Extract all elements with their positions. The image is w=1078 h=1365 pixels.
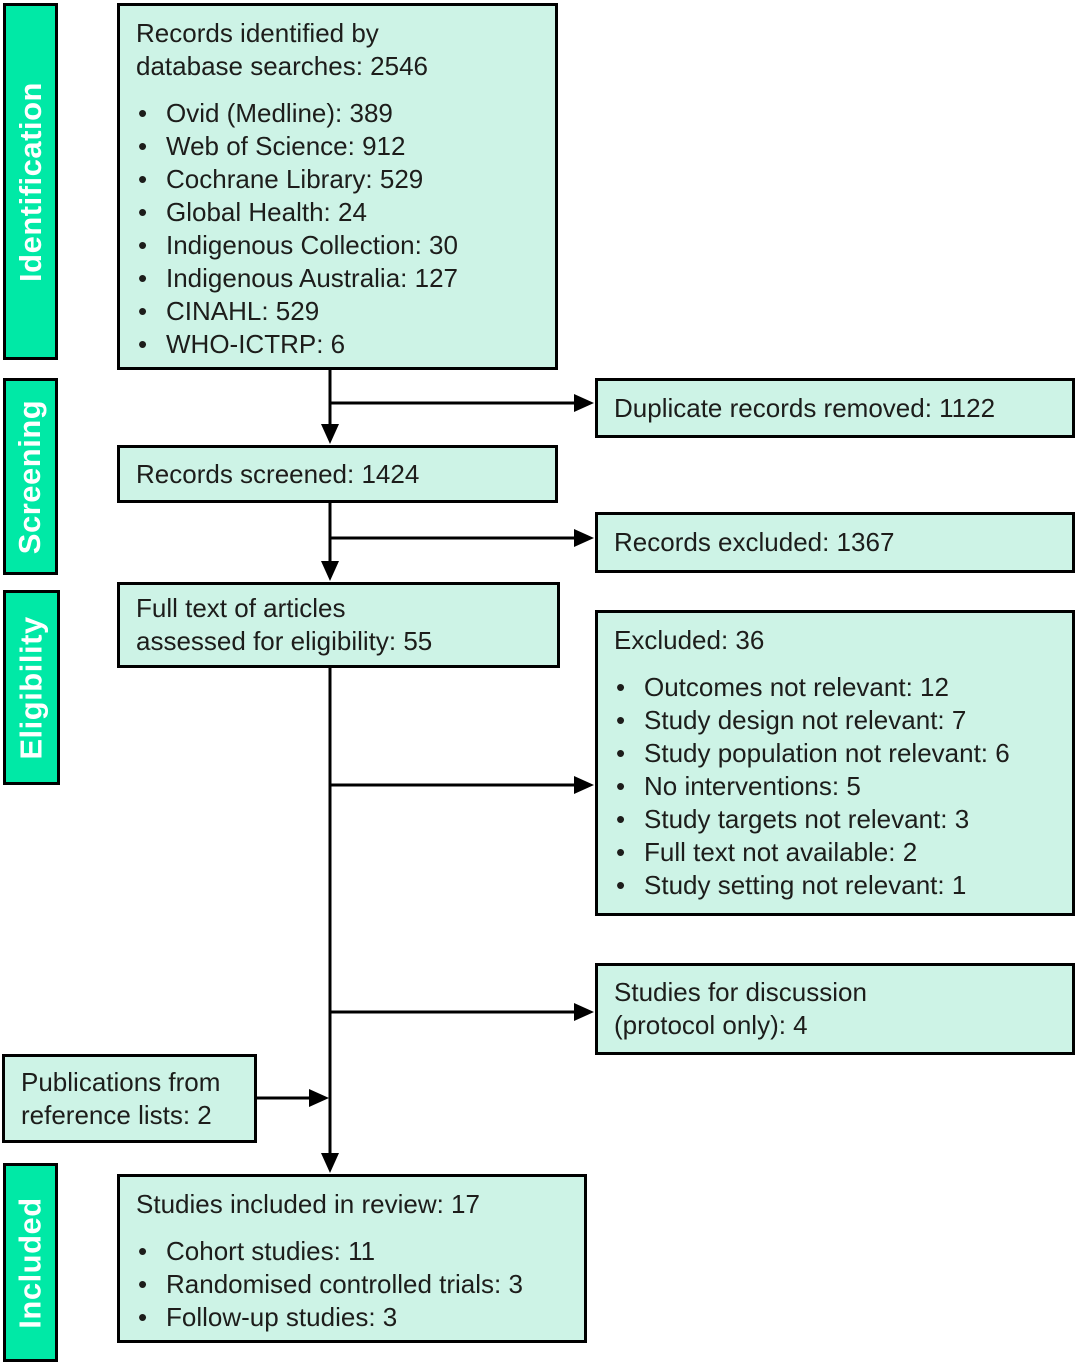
list-item: Study targets not relevant: 3 (614, 803, 1056, 836)
box-title: Duplicate records removed: 1122 (614, 392, 996, 423)
stage-label-eligibility: Eligibility (3, 590, 60, 785)
list-item: Study population not relevant: 6 (614, 737, 1056, 770)
stage-label-included: Included (3, 1163, 58, 1362)
list-item: Full text not available: 2 (614, 836, 1056, 869)
stage-label-text: Included (12, 1196, 48, 1329)
bullet-list: Ovid (Medline): 389 Web of Science: 912 … (136, 97, 539, 361)
stage-label-text: Eligibility (13, 615, 49, 760)
list-item: No interventions: 5 (614, 770, 1056, 803)
box-title: Publications from reference lists: 2 (21, 1066, 221, 1130)
box-full-text-assessed: Full text of articles assessed for eligi… (117, 582, 560, 668)
box-title: Studies included in review: 17 (136, 1189, 480, 1219)
box-records-identified: Records identified by database searches:… (117, 3, 558, 370)
box-title: Records excluded: 1367 (614, 527, 895, 557)
bullet-list: Cohort studies: 11 Randomised controlled… (136, 1235, 568, 1334)
box-title: Records identified by database searches:… (136, 18, 428, 81)
list-item: Outcomes not relevant: 12 (614, 671, 1056, 704)
list-item: WHO-ICTRP: 6 (136, 328, 539, 361)
list-item: Study design not relevant: 7 (614, 704, 1056, 737)
box-records-excluded: Records excluded: 1367 (595, 512, 1075, 573)
bullet-list: Outcomes not relevant: 12 Study design n… (614, 671, 1056, 902)
arrow-screened-to-fulltext (321, 503, 339, 581)
list-item: Indigenous Collection: 30 (136, 229, 539, 262)
box-title: Studies for discussion (protocol only): … (614, 977, 867, 1040)
stage-label-screening: Screening (3, 378, 58, 575)
list-item: Indigenous Australia: 127 (136, 262, 539, 295)
arrow-publications-to-trunk (257, 1089, 329, 1107)
stage-label-identification: Identification (3, 3, 58, 360)
list-item: Cohort studies: 11 (136, 1235, 568, 1268)
box-title: Records screened: 1424 (136, 458, 420, 489)
box-excluded: Excluded: 36 Outcomes not relevant: 12 S… (595, 610, 1075, 916)
box-studies-included: Studies included in review: 17 Cohort st… (117, 1174, 587, 1343)
arrow-to-discussion (330, 1003, 594, 1021)
box-studies-for-discussion: Studies for discussion (protocol only): … (595, 963, 1075, 1055)
box-title: Excluded: 36 (614, 625, 765, 655)
arrow-to-records-excluded (330, 529, 594, 547)
list-item: Ovid (Medline): 389 (136, 97, 539, 130)
stage-label-text: Screening (12, 399, 48, 554)
list-item: Cochrane Library: 529 (136, 163, 539, 196)
arrow-identified-to-screened (321, 368, 339, 444)
box-title: Full text of articles assessed for eligi… (136, 593, 433, 656)
box-publications-from-references: Publications from reference lists: 2 (2, 1054, 257, 1143)
list-item: Web of Science: 912 (136, 130, 539, 163)
arrow-fulltext-to-included (321, 668, 339, 1173)
stage-label-text: Identification (12, 81, 48, 282)
box-duplicate-records-removed: Duplicate records removed: 1122 (595, 378, 1075, 438)
list-item: Study setting not relevant: 1 (614, 869, 1056, 902)
list-item: CINAHL: 529 (136, 295, 539, 328)
arrow-to-duplicates-removed (330, 394, 594, 412)
list-item: Randomised controlled trials: 3 (136, 1268, 568, 1301)
list-item: Global Health: 24 (136, 196, 539, 229)
box-records-screened: Records screened: 1424 (117, 445, 558, 503)
arrow-to-excluded (330, 776, 594, 794)
list-item: Follow-up studies: 3 (136, 1301, 568, 1334)
